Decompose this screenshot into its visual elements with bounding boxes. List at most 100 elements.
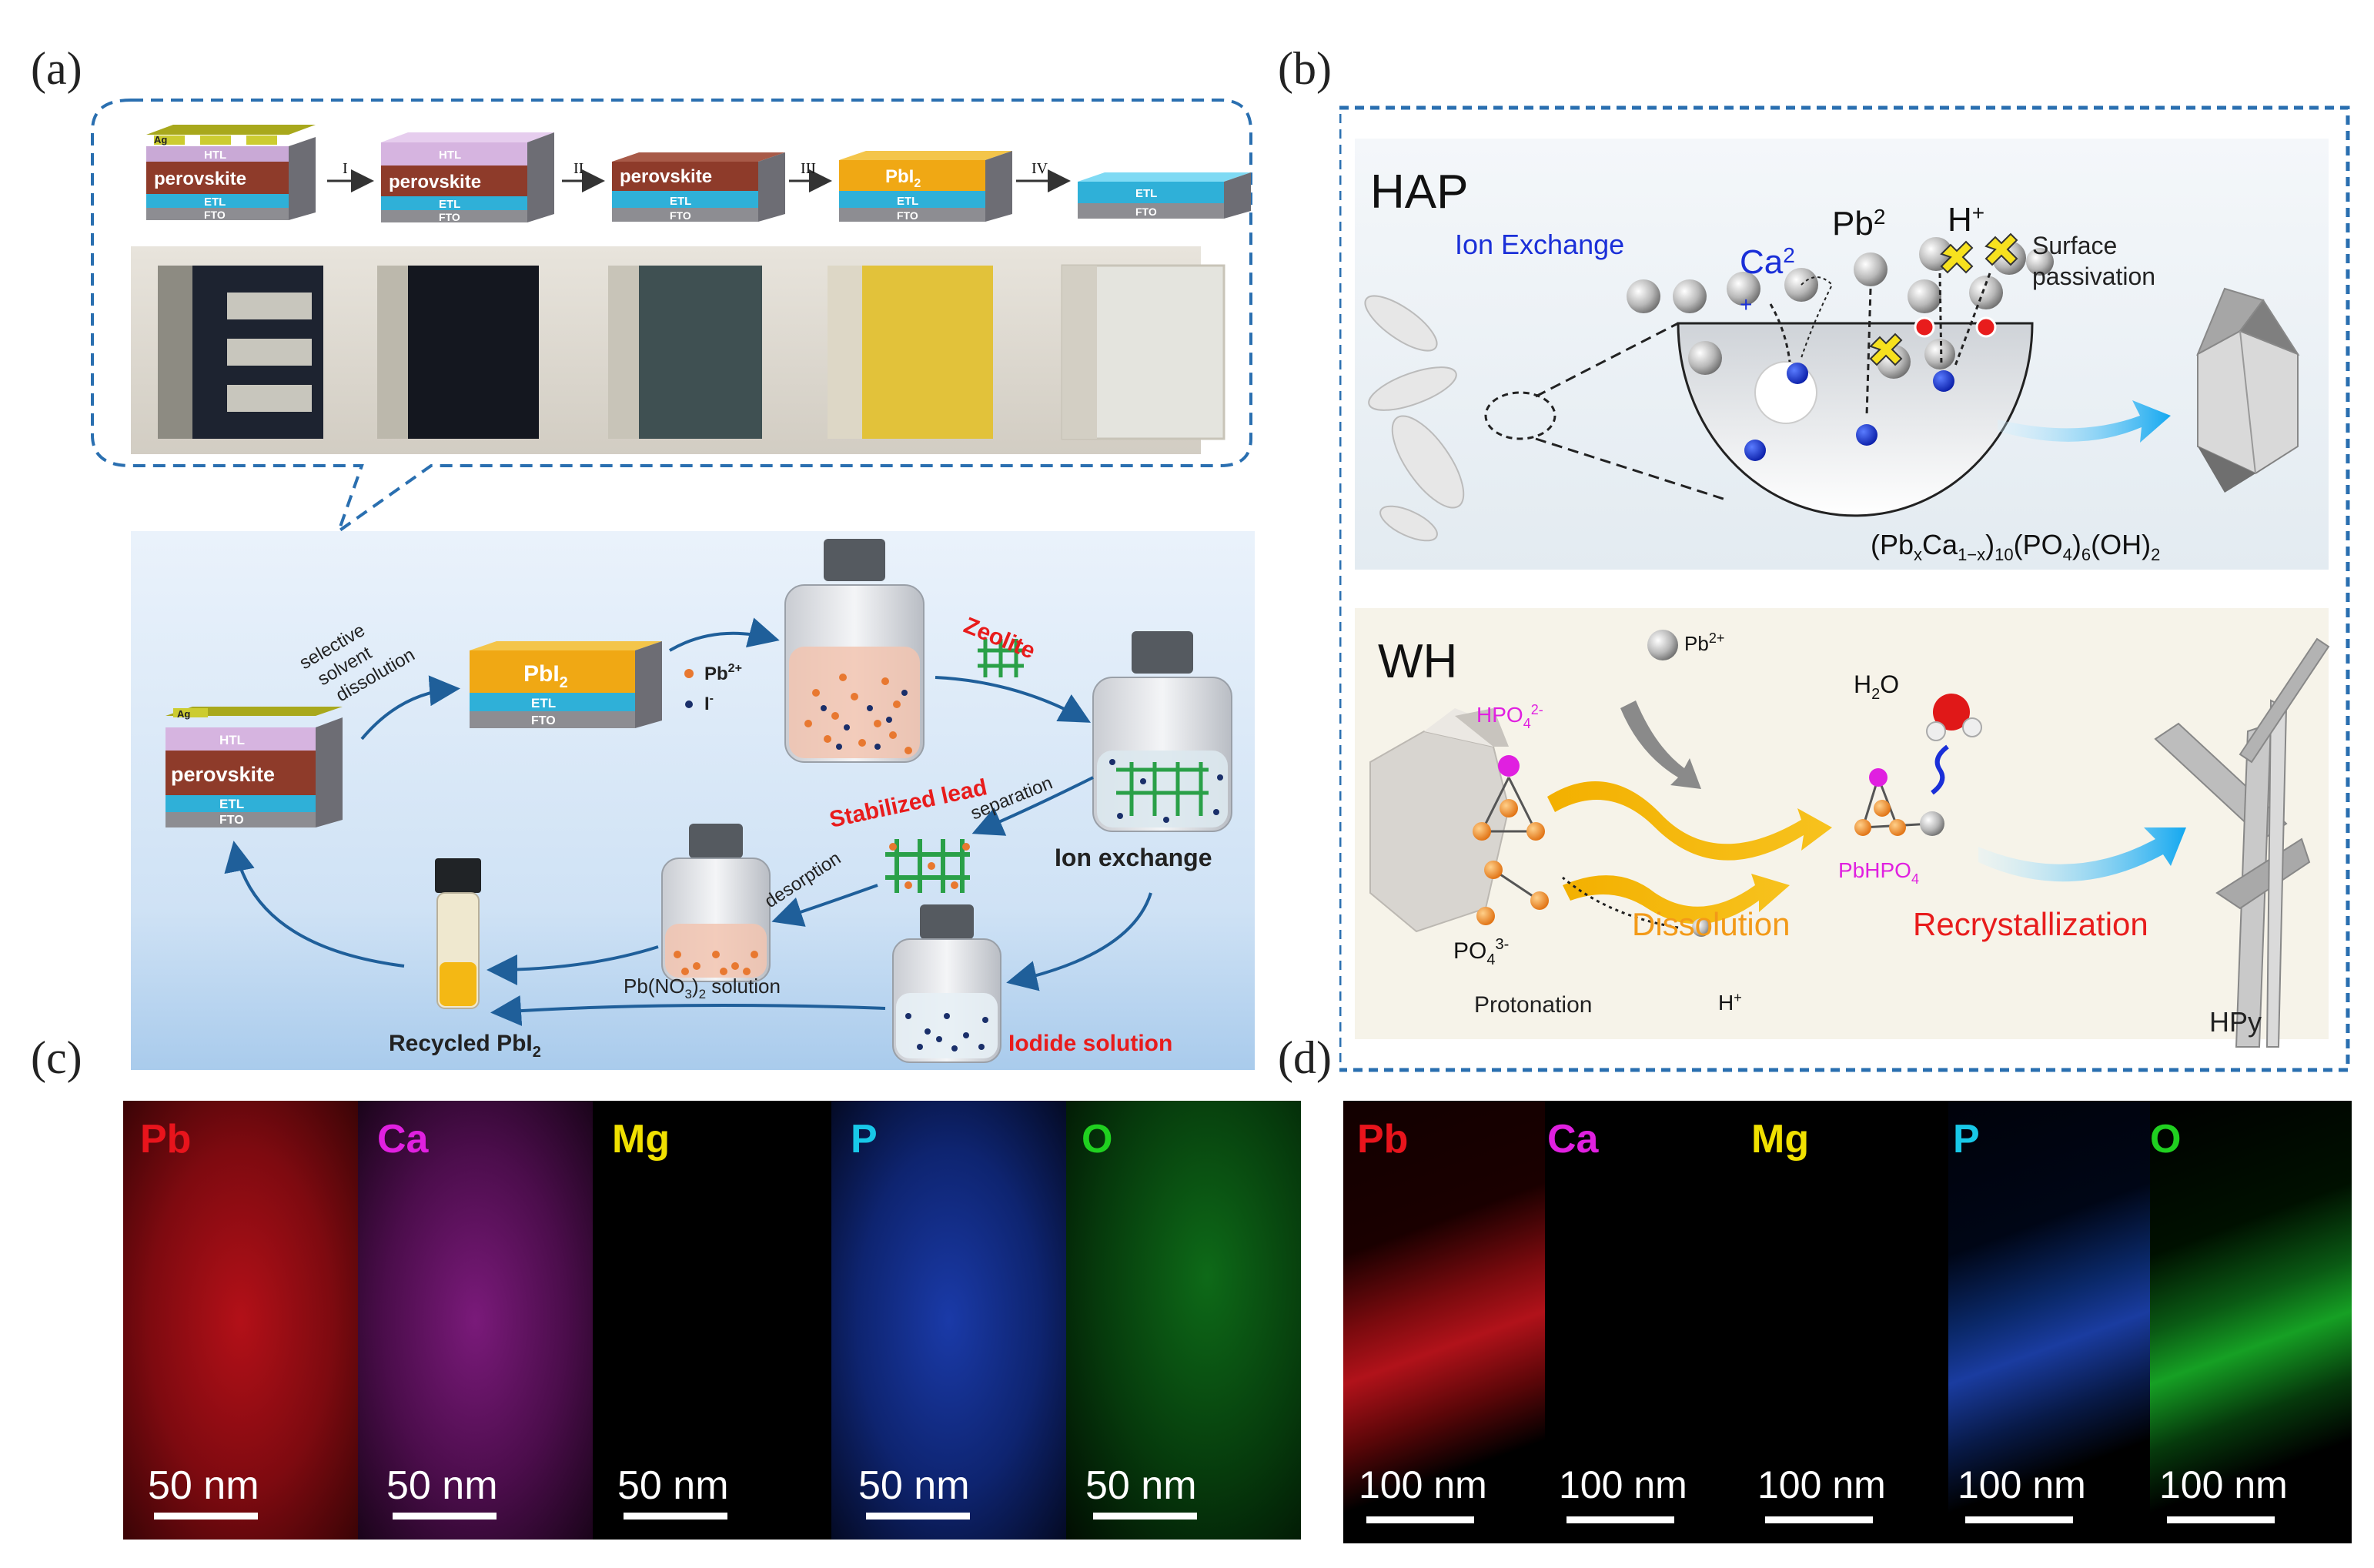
step-label-3: III [801,160,816,177]
layer-ag-1: Ag [154,134,167,145]
h-sup-b: + [1972,201,1984,225]
arrow-to-jar1 [668,617,780,652]
layer-pbi2-4: PbI [885,166,914,187]
map-c-scalebar-ca [393,1513,497,1520]
pb-label-b: Pb [1832,205,1874,242]
h-label-b: H [1948,201,1972,239]
layer-pbi2-4-sub: 2 [914,177,921,190]
layer-htl-cycle: HTL [219,733,245,747]
arrow-desorption [771,884,878,927]
map-d-scale-o: 100 nm [2159,1463,2288,1506]
map-d-scalebar-mg [1765,1516,1873,1523]
layer-etl-1: ETL [204,196,226,209]
svg-text:Pb2+: Pb2+ [1684,630,1724,655]
formula-a: (Pb [1871,529,1914,560]
h2o-a: H [1854,670,1871,698]
map-c-scalebar-p [866,1513,970,1520]
passivation-label: passivation [2032,262,2155,290]
svg-text:H2O: H2O [1854,670,1899,703]
map-c-scalebar-o [1093,1513,1197,1520]
layer-etl-4: ETL [897,195,918,208]
map-d-scalebar-ca [1567,1516,1674,1523]
arrow-zeolite [935,676,1091,723]
i-ion-label: I [704,694,710,714]
step-label-1: I [343,160,348,177]
layer-perovskite-2: perovskite [389,172,481,192]
panel-c-maps: Pb Ca Mg P O 50 nm 50 nm 50 nm 50 nm 50 … [123,1101,1301,1540]
layer-htl-2: HTL [439,149,461,162]
map-c-scalebar-pb [154,1513,258,1520]
svg-text:Pb(NO3)2 solution: Pb(NO3)2 solution [624,975,781,1001]
formula-x: x [1914,545,1922,564]
pbno3-a: Pb(NO [624,975,684,998]
device-stack-5 [1078,172,1251,219]
device-photo-2 [377,266,539,439]
pbno3-sub3: 3 [684,987,691,1001]
map-c-scale-o: 50 nm [1085,1463,1197,1508]
ca-sup: 2 [1783,243,1795,267]
device-photo-4 [828,266,993,439]
map-d-scale-ca: 100 nm [1559,1463,1687,1506]
map-d-title-pb: Pb [1357,1117,1409,1162]
po-sub: 4 [1486,951,1495,968]
hap-title: HAP [1370,165,1468,219]
device-stack-1 [146,125,316,220]
device-photo-1 [158,266,323,439]
step-label-4: IV [1032,160,1048,177]
layer-perovskite-cycle: perovskite [171,763,275,786]
panel-label-d: (d) [1278,1032,1332,1083]
jar-pbi-solution [784,539,925,763]
i-ion-sup: - [710,692,714,705]
map-d-scalebar-o [2167,1516,2275,1523]
device-stack-2 [381,132,554,222]
panel-a-diagram: I II III IV Ag HTL perovskite ETL FTO HT… [91,99,1255,1070]
wh-crystal-chunk [1369,708,1510,933]
map-c-mg [593,1101,831,1540]
layer-fto-2: FTO [439,211,460,223]
dissolution-label: Dissolution [1632,906,1790,942]
h-label-wh: H [1718,991,1734,1015]
map-c-title-p: P [851,1117,878,1162]
arrow-iodide-to-vial [490,995,886,1026]
wh-title: WH [1378,635,1457,688]
formula-1x: 1−x [1958,545,1985,564]
wh-background [1355,608,2329,1039]
map-d-o [2150,1101,2352,1543]
hpo-label: HPO [1476,703,1523,727]
h-sup-wh: + [1734,990,1742,1005]
map-d-scalebar-pb [1366,1516,1474,1523]
panel-label-b: (b) [1278,43,1332,94]
panel-label-a: (a) [31,43,82,94]
svg-text:PO43-: PO43- [1453,936,1509,968]
jar-iodide [892,904,1001,1063]
pbhpo-sub: 4 [1911,871,1919,887]
arrow-iodide [1006,892,1152,991]
map-d-scale-p: 100 nm [1958,1463,2086,1506]
wh-rods [2154,637,2330,1048]
cycle-device-stack [166,707,343,827]
formula-2: 2 [2151,545,2160,564]
zeolite-icon [978,639,1024,677]
hap-crystal [2196,287,2300,493]
formula-6: 6 [2081,545,2091,564]
ca-label: Ca [1740,243,1784,281]
map-c-scale-pb: 50 nm [148,1463,259,1508]
po-label: PO [1453,938,1486,964]
protonation-label: Protonation [1474,992,1592,1018]
layer-fto-5: FTO [1135,206,1157,218]
callout-box [91,99,1252,536]
iodide-solution-label: Iodide solution [1008,1031,1172,1056]
arrow-dissolution [360,675,460,741]
map-c-scale-mg: 50 nm [617,1463,729,1508]
layer-etl-cycle: ETL [219,797,244,811]
map-d-p [1948,1101,2150,1543]
pbno3-sub2: 2 [699,987,706,1001]
map-c-ca [358,1101,593,1540]
panel-b-diagram: + [1339,105,2350,1072]
pbno3-c: solution [706,975,781,998]
pb-label-wh: Pb [1684,632,1709,655]
svg-text:(PbxCa1−x)10(PO4)6(OH)2: (PbxCa1−x)10(PO4)6(OH)2 [1871,529,2160,564]
device-stack-3 [612,152,785,222]
h2o-b: O [1880,670,1899,698]
panel-d-maps: Pb Ca Mg P O 100 nm 100 nm 100 nm 100 nm… [1343,1101,2352,1543]
